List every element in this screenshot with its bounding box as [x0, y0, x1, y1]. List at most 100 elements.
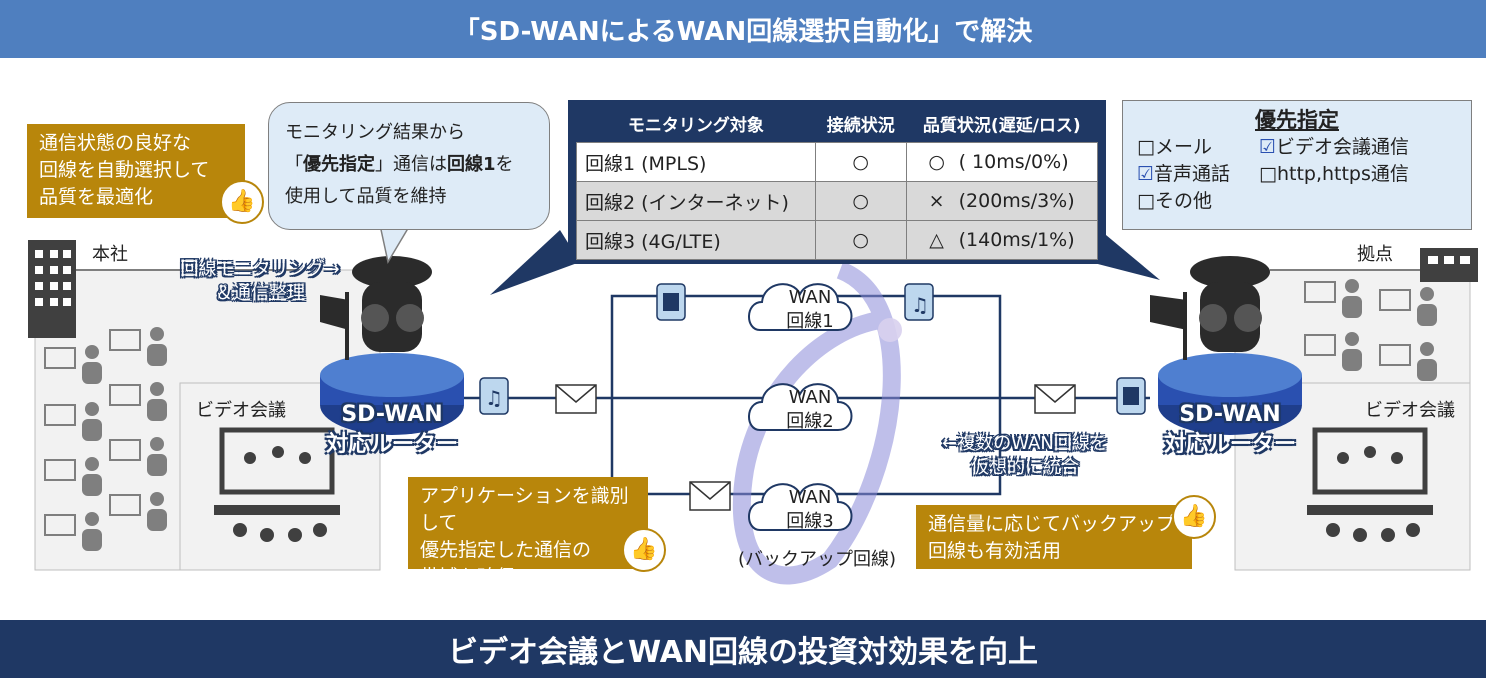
priority-row: ☑音声通話 □http,https通信: [1137, 161, 1457, 188]
speech-bubble: モニタリング結果から 「優先指定」通信は回線1を 使用して品質を維持: [268, 102, 550, 230]
backup-label: (バックアップ回線): [738, 549, 897, 570]
wan-text: 回線3: [786, 511, 834, 532]
monitoring-line: ＆通信整理: [215, 283, 305, 304]
svg-text:♫: ♫: [485, 386, 503, 410]
wan-line2-label: WAN 回線2: [762, 386, 858, 434]
priority-item-label: 音声通話: [1154, 163, 1231, 185]
router-label-left: SD-WAN 対応ルーター: [312, 400, 472, 460]
router-line: SD-WAN: [1179, 402, 1281, 427]
wan-text: WAN: [788, 487, 832, 508]
priority-item-voice[interactable]: ☑音声通話: [1137, 161, 1259, 188]
speech-text: 」通信は: [375, 154, 447, 175]
line1-term: 回線1: [447, 154, 496, 175]
table-row: 回線2 (インターネット) ○ × (200ms/3%): [576, 181, 1099, 221]
speech-line-2: 「優先指定」通信は回線1を: [285, 149, 533, 181]
priority-title: 優先指定: [1255, 108, 1339, 132]
bracket-open: 「: [285, 154, 303, 175]
quality-value: ( 10ms/0%): [958, 151, 1069, 173]
header-title: 「SD-WANによるWAN回線選択自動化」で解決: [453, 16, 1033, 47]
cell-target: 回線2 (インターネット): [576, 181, 816, 221]
virtual-link-band: [732, 261, 901, 585]
checkbox-checked-icon: ☑: [1137, 163, 1155, 185]
col-header-quality: 品質状況(遅延/ロス): [906, 104, 1098, 143]
router-label-right: SD-WAN 対応ルーター: [1150, 400, 1310, 460]
callout-line: 品質を最適化: [39, 186, 154, 208]
cell-quality: × (200ms/3%): [905, 181, 1099, 221]
quality-mark: △: [929, 229, 944, 251]
callout-line: アプリケーションを識別して: [420, 485, 629, 534]
cell-connection: ○: [814, 220, 907, 260]
router-line: 対応ルーター: [1163, 432, 1296, 457]
thumbs-up-icon: 👍: [622, 528, 666, 572]
col-header-connection: 接続状況: [815, 104, 907, 143]
thumbs-up-icon: 👍: [1172, 495, 1216, 539]
callout-auto-select: 通信状態の良好な 回線を自動選択して 品質を最適化: [27, 124, 245, 218]
footer-title: ビデオ会議とWAN回線の投資対効果を向上: [447, 635, 1039, 670]
quality-mark: ×: [928, 190, 945, 212]
hq-label: 本社: [92, 244, 128, 265]
callout-line: 帯域を確保: [420, 566, 516, 588]
table-row: 回線3 (4G/LTE) ○ △ (140ms/1%): [576, 220, 1099, 260]
video-conference-icon-right: [1307, 427, 1433, 542]
wan-text: WAN: [788, 287, 832, 308]
thumbs-up-icon: 👍: [220, 180, 264, 224]
header-banner: 「SD-WANによるWAN回線選択自動化」で解決: [0, 0, 1486, 58]
wan-text: 回線2: [786, 411, 834, 432]
pc-users-right: [1304, 279, 1437, 381]
callout-line: 通信量に応じてバックアップ: [928, 513, 1176, 535]
cell-connection: ○: [814, 181, 907, 221]
video-conference-icon-left: [214, 427, 340, 542]
cell-quality: △ (140ms/1%): [905, 220, 1099, 260]
quality-value: (140ms/1%): [958, 229, 1075, 251]
priority-item-label: ビデオ会議通信: [1276, 136, 1410, 158]
router-line: SD-WAN: [341, 402, 443, 427]
speech-text: を: [495, 154, 514, 175]
video-conf-label-right: ビデオ会議: [1365, 400, 1455, 421]
quality-mark: ○: [928, 151, 945, 173]
wan-clouds: [748, 283, 853, 531]
pc-users-left: [44, 327, 167, 551]
monitoring-label: 回線モニタリング→ ＆通信整理: [175, 258, 345, 306]
speech-line: モニタリング結果から: [285, 122, 465, 143]
cell-target: 回線1 (MPLS): [576, 142, 816, 182]
monitoring-line: 回線モニタリング→: [180, 259, 340, 280]
priority-item-mail[interactable]: □メール: [1137, 136, 1212, 158]
callout-line: 優先指定した通信の: [420, 539, 592, 561]
guard-right: [1150, 256, 1270, 360]
table-pointer-right: [1090, 230, 1160, 280]
speech-line: 使用して品質を維持: [285, 186, 447, 207]
checkbox-checked-icon: ☑: [1259, 136, 1277, 158]
cell-target: 回線3 (4G/LTE): [576, 220, 816, 260]
wan-text: 回線1: [786, 311, 834, 332]
video-conf-label-left: ビデオ会議: [196, 400, 286, 421]
priority-item-other[interactable]: □その他: [1137, 190, 1212, 212]
callout-line: 通信状態の良好な: [39, 132, 192, 154]
wan-line1-label: WAN 回線1: [762, 286, 858, 334]
priority-note: 優先指定 □メール ☑ビデオ会議通信 ☑音声通話 □http,https通信 □…: [1122, 100, 1472, 230]
priority-item-http[interactable]: □http,https通信: [1259, 163, 1409, 185]
svg-text:♫: ♫: [911, 293, 929, 317]
table-pointer-left: [490, 230, 580, 295]
virtual-line: ←複数のWAN回線を: [942, 433, 1108, 454]
cell-connection: ○: [814, 142, 907, 182]
callout-backup-use: 通信量に応じてバックアップ 回線も有効活用: [916, 505, 1192, 569]
monitor-table: モニタリング対象 接続状況 品質状況(遅延/ロス) 回線1 (MPLS) ○ ○…: [576, 104, 1099, 260]
monitor-table-frame: モニタリング対象 接続状況 品質状況(遅延/ロス) 回線1 (MPLS) ○ ○…: [568, 100, 1106, 264]
priority-row: □メール ☑ビデオ会議通信: [1137, 134, 1457, 161]
priority-item-video[interactable]: ☑ビデオ会議通信: [1259, 134, 1409, 161]
virtual-label: ←複数のWAN回線を 仮想的に統合: [925, 432, 1125, 480]
branch-label: 拠点: [1357, 244, 1393, 265]
callout-app-identify: アプリケーションを識別して 優先指定した通信の 帯域を確保: [408, 477, 648, 588]
wan-text: WAN: [788, 387, 832, 408]
callout-line: 回線も有効活用: [928, 540, 1062, 562]
guard-left: [320, 256, 432, 360]
callout-line: 回線を自動選択して: [39, 159, 210, 181]
quality-value: (200ms/3%): [958, 190, 1075, 212]
router-left: [320, 353, 464, 435]
router-line: 対応ルーター: [325, 432, 458, 457]
cell-quality: ○ ( 10ms/0%): [905, 142, 1099, 182]
priority-term: 優先指定: [303, 154, 375, 175]
footer-banner: ビデオ会議とWAN回線の投資対効果を向上: [0, 620, 1486, 678]
wan-line3-label: WAN 回線3: [762, 486, 858, 534]
